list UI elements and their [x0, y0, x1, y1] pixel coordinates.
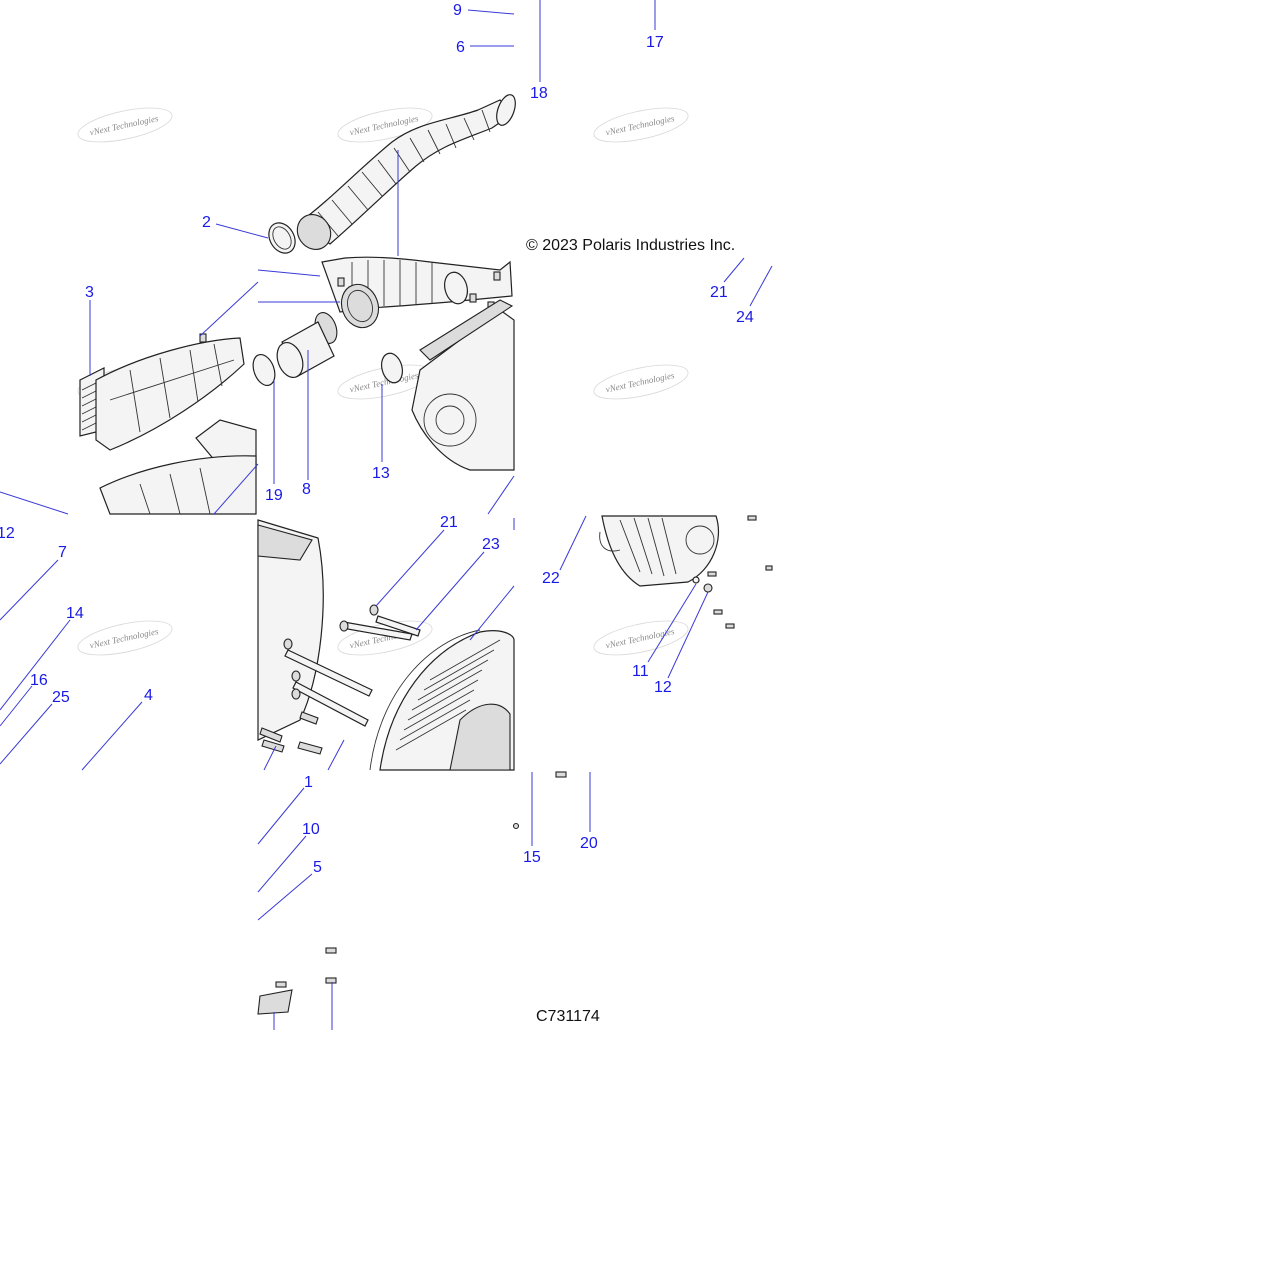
callout-12a: 12 [0, 525, 15, 542]
clutch-outer-housing [369, 629, 515, 771]
watermark: vNext Technologies [593, 620, 689, 656]
callout-17: 17 [646, 34, 664, 51]
callout-11: 11 [632, 663, 649, 680]
callout-21a: 21 [710, 284, 728, 301]
watermark-text: vNext Technologies [605, 113, 676, 137]
callout-19: 19 [265, 487, 283, 504]
callout-20: 20 [580, 835, 598, 852]
callout-10: 10 [302, 821, 320, 838]
callout-3: 3 [85, 284, 94, 301]
copyright-text: © 2023 Polaris Industries Inc. [526, 237, 735, 254]
callout-22: 22 [542, 570, 560, 587]
callout-9: 9 [453, 2, 462, 19]
leader-lines [0, 0, 773, 1030]
clutch-cover-right [601, 515, 720, 587]
callout-15: 15 [523, 849, 541, 866]
clutch-inner-cover [257, 519, 324, 741]
airbox-cover [99, 419, 257, 515]
watermark: vNext Technologies [77, 620, 173, 656]
callout-21b: 21 [440, 514, 458, 531]
watermark: vNext Technologies [77, 107, 173, 143]
long-bolts [283, 604, 421, 727]
callouts: 9 6 18 17 2 3 21 24 19 8 13 12 7 21 23 2… [0, 2, 754, 876]
callout-14: 14 [66, 605, 84, 622]
watermark: vNext Technologies [593, 107, 689, 143]
callout-23: 23 [482, 536, 500, 553]
callout-18: 18 [530, 85, 548, 102]
watermark-text: vNext Technologies [605, 370, 676, 394]
callout-25: 25 [52, 689, 70, 706]
callout-1: 1 [304, 774, 313, 791]
airbox-housing [95, 337, 245, 451]
callout-8: 8 [302, 481, 311, 498]
upper-intake-duct [296, 94, 516, 250]
clutch-cover-outer [411, 299, 515, 471]
watermark: vNext Technologies [593, 364, 689, 400]
drain-assembly [257, 771, 567, 1015]
duct-coupler [252, 312, 338, 387]
callout-7: 7 [58, 544, 67, 561]
short-bolts [259, 711, 323, 755]
callout-16: 16 [30, 672, 48, 689]
callout-2: 2 [202, 214, 211, 231]
watermark-text: vNext Technologies [605, 626, 676, 650]
o-rings [380, 271, 469, 384]
callout-4: 4 [144, 687, 153, 704]
callout-6: 6 [456, 39, 465, 56]
diagram-code: C731174 [536, 1008, 600, 1025]
hose-clamp-upper [268, 222, 296, 254]
callout-24: 24 [736, 309, 754, 326]
watermark-text: vNext Technologies [89, 626, 160, 650]
watermark-text: vNext Technologies [89, 113, 160, 137]
callout-5: 5 [313, 859, 322, 876]
callout-13: 13 [372, 465, 390, 482]
callout-12b: 12 [654, 679, 672, 696]
gasket-ring [599, 531, 621, 552]
